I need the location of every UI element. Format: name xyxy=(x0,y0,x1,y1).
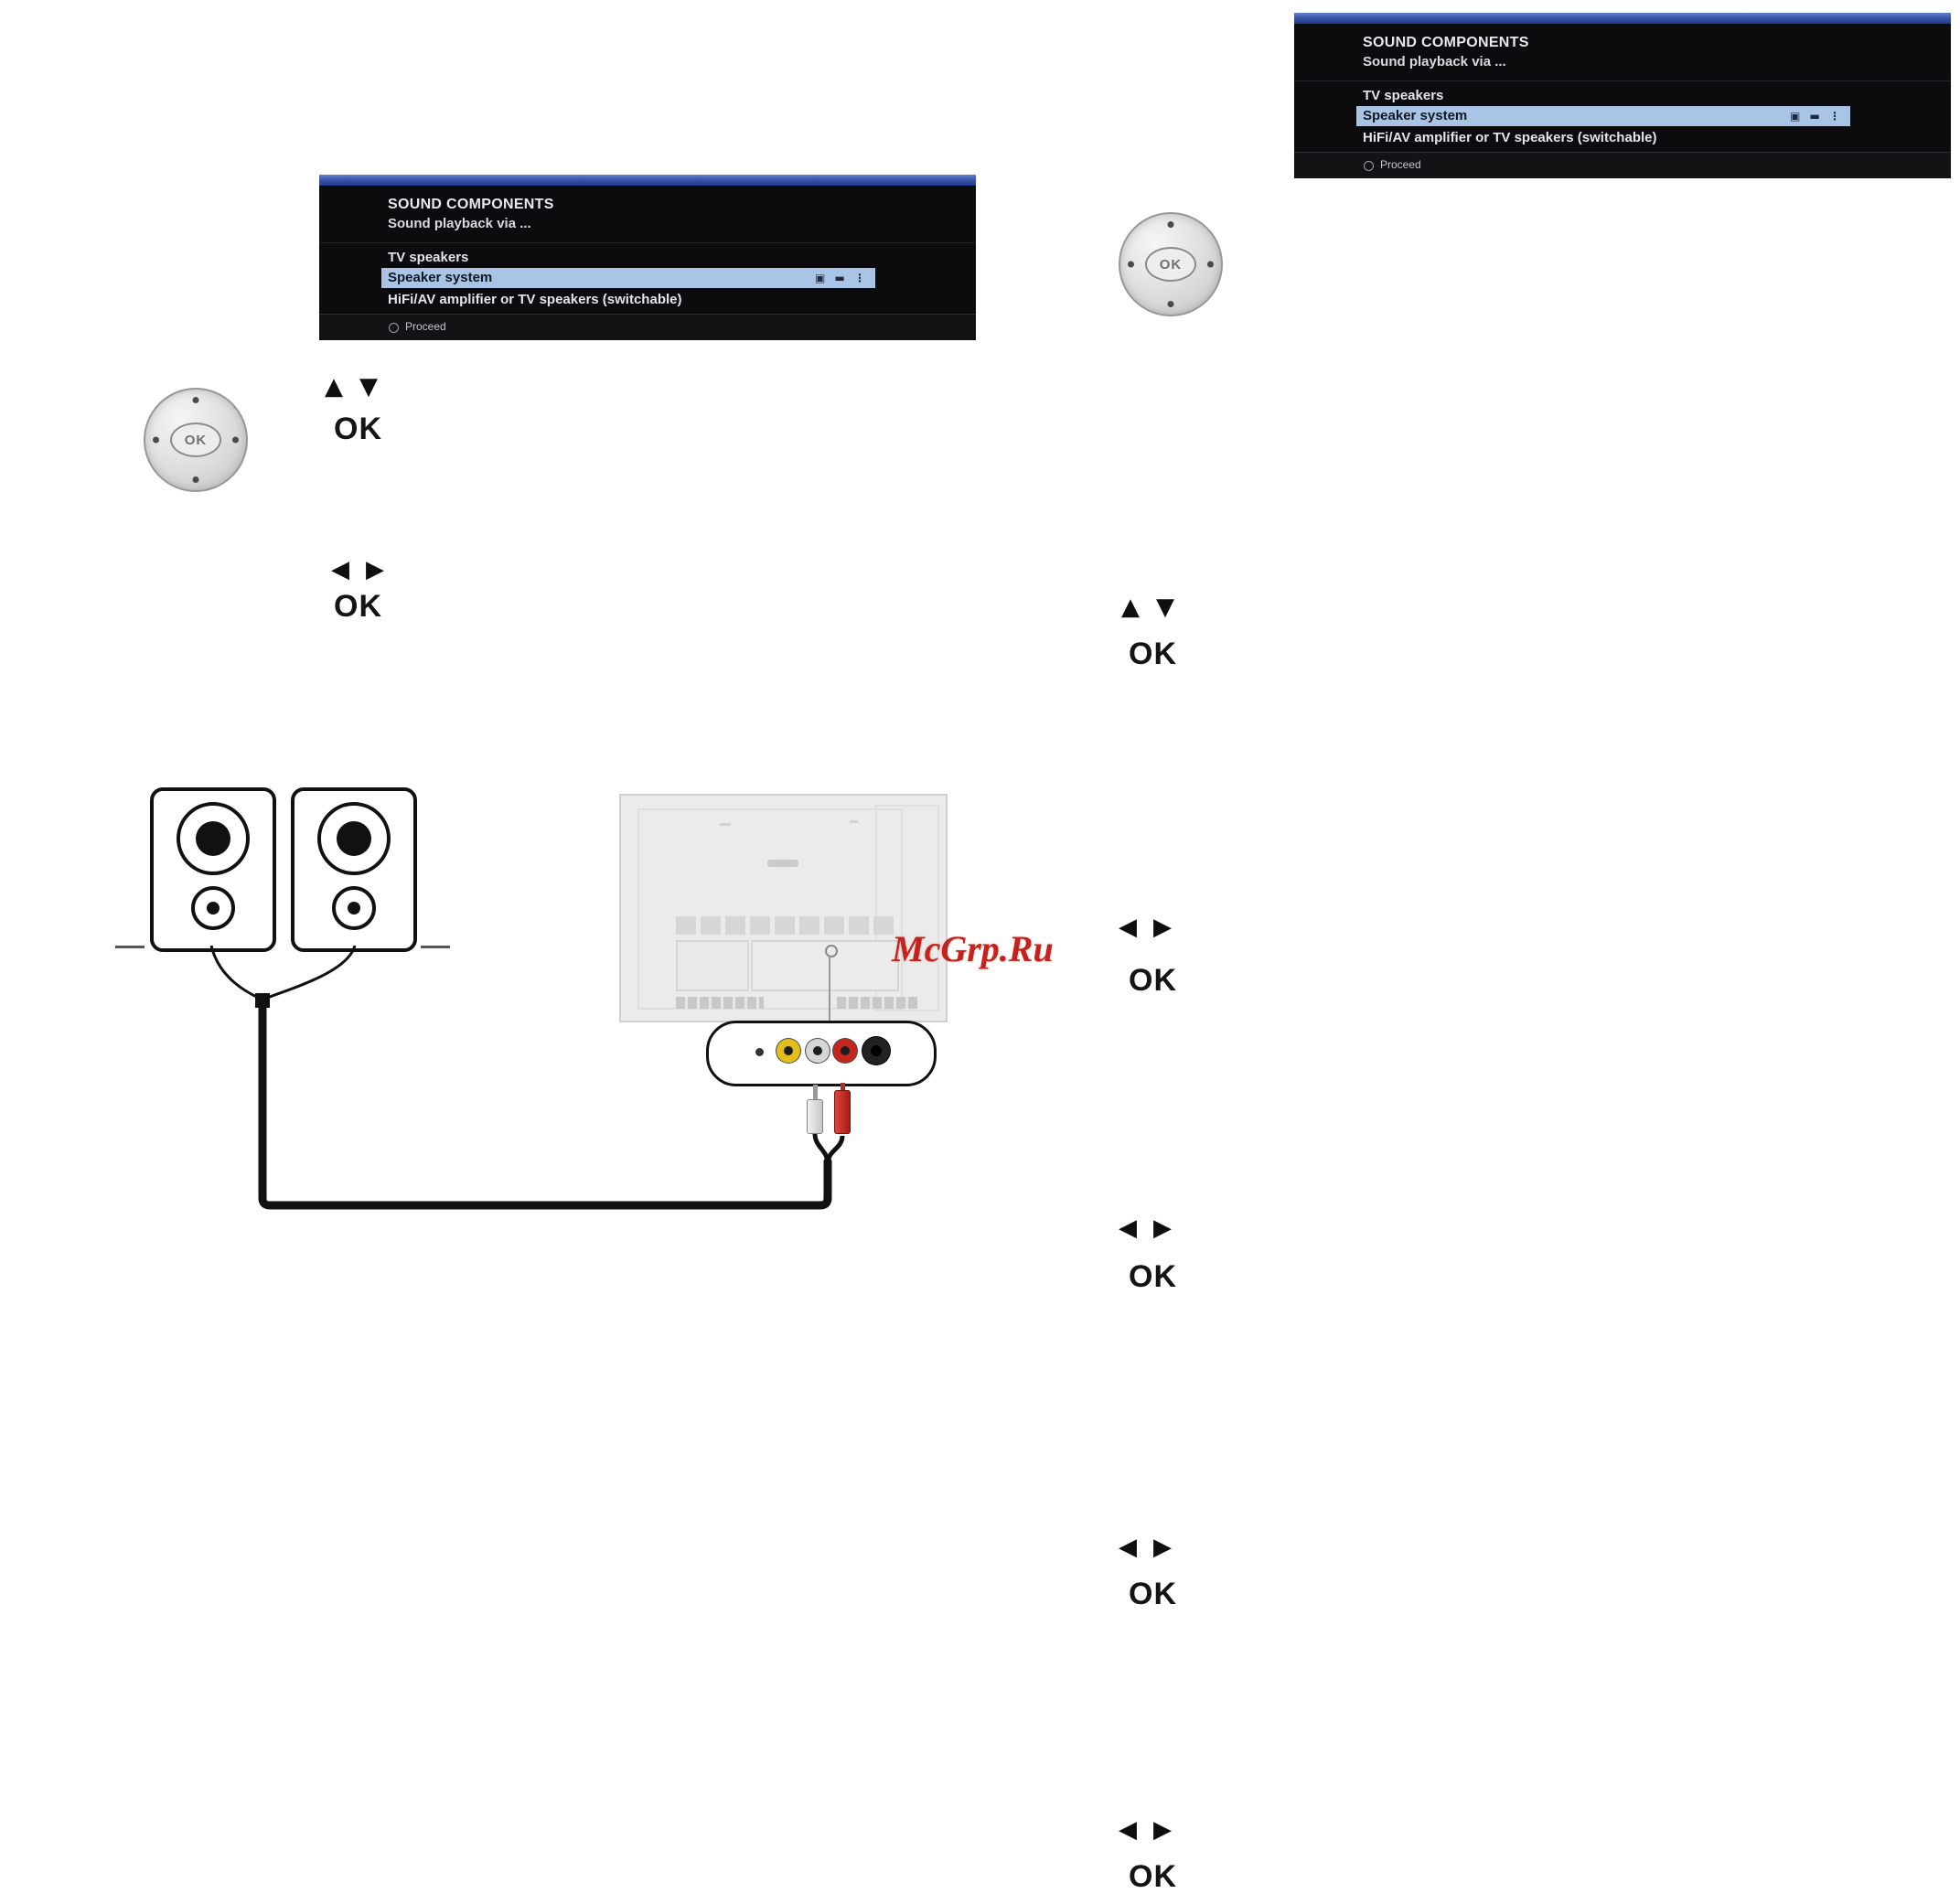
ok-pad-dot-up-icon xyxy=(1167,221,1174,228)
right-arrow-icon: ▶ xyxy=(1153,914,1172,941)
left-right-arrows: ◀▶ xyxy=(331,558,384,582)
tv-vent-grille xyxy=(676,916,895,935)
ok-pad-dot-right-icon xyxy=(232,436,239,444)
ok-pad-dot-up-icon xyxy=(192,397,199,403)
shelf-mark-right xyxy=(421,946,450,948)
up-arrow-icon: ▲ xyxy=(325,373,343,401)
proceed-label: Proceed xyxy=(405,320,446,333)
selected-row-status-icons: ▣ ▬ ⋮ xyxy=(814,272,868,284)
menu-subtitle: Sound playback via ... xyxy=(388,216,531,231)
ok-key-label: OK xyxy=(334,412,382,446)
tv-bottom-grille-left xyxy=(676,997,764,1009)
ok-pad-dot-down-icon xyxy=(1167,301,1174,307)
proceed-key-icon xyxy=(1364,161,1374,171)
up-arrow-icon: ▲ xyxy=(1121,594,1140,621)
menu-separator xyxy=(1294,80,1951,81)
ok-pad-center-button: OK xyxy=(170,423,221,457)
audio-connector-strip xyxy=(706,1021,937,1086)
tv-side-panel xyxy=(875,805,939,1011)
watermark: McGrp.Ru xyxy=(892,928,1054,969)
ok-pad-center-button: OK xyxy=(1145,247,1196,282)
left-right-arrows: ◀▶ xyxy=(1119,1216,1172,1240)
woofer-icon xyxy=(177,802,250,875)
menu-item-speaker-system-selected: Speaker system ▣ ▬ ⋮ xyxy=(381,268,875,288)
left-right-arrows: ◀▶ xyxy=(1119,1818,1172,1842)
rca-plug-white xyxy=(807,1099,823,1134)
ok-pad-right: OK xyxy=(1119,212,1223,316)
woofer-icon xyxy=(317,802,391,875)
rca-plug-red-tip xyxy=(841,1083,845,1092)
cable-hole-icon xyxy=(825,945,838,957)
left-arrow-icon: ◀ xyxy=(1119,1816,1137,1844)
menu-footer: Proceed xyxy=(1294,152,1951,178)
ok-pad-dot-left-icon xyxy=(1128,261,1134,268)
left-arrow-icon: ◀ xyxy=(1119,1534,1137,1561)
down-arrow-icon: ▼ xyxy=(1156,594,1174,621)
ok-key-label: OK xyxy=(1129,963,1177,998)
ok-key-label: OK xyxy=(1129,1577,1177,1611)
left-arrow-icon: ◀ xyxy=(1119,1214,1137,1242)
jack-white-audio-left-icon xyxy=(806,1039,830,1063)
ok-pad-left: OK xyxy=(144,388,248,492)
rca-plug-red xyxy=(834,1090,851,1134)
ok-pad-dot-right-icon xyxy=(1207,261,1214,268)
jack-pinhole-icon xyxy=(755,1048,764,1056)
left-right-arrows: ◀▶ xyxy=(1119,1535,1172,1559)
menu-separator xyxy=(319,242,976,243)
menu-title: SOUND COMPONENTS xyxy=(388,197,554,212)
speaker-cable xyxy=(209,945,845,1210)
tweeter-icon xyxy=(191,886,235,930)
rca-plug-white-tip xyxy=(813,1085,818,1099)
ok-key-label: OK xyxy=(1129,1859,1177,1894)
tweeter-icon xyxy=(332,886,376,930)
menu-item-hifi-av-amplifier: HiFi/AV amplifier or TV speakers (switch… xyxy=(388,292,682,307)
down-arrow-icon: ▼ xyxy=(359,373,378,401)
jack-red-audio-right-icon xyxy=(833,1039,857,1063)
menu-item-label: Speaker system xyxy=(1363,108,1468,123)
menu-footer: Proceed xyxy=(319,314,976,340)
menu-item-label: Speaker system xyxy=(388,270,493,285)
up-down-arrows: ▲▼ xyxy=(1121,595,1174,619)
tv-bottom-grille-right xyxy=(837,997,917,1009)
up-down-arrows: ▲▼ xyxy=(325,375,378,399)
jack-black-icon xyxy=(862,1037,890,1064)
menu-screenshot-left: SOUND COMPONENTS Sound playback via ... … xyxy=(319,175,976,340)
menu-title-bar xyxy=(319,175,976,186)
tv-back-panel xyxy=(619,794,948,1022)
menu-item-tv-speakers: TV speakers xyxy=(388,250,469,265)
tv-connector-bay-left xyxy=(676,940,749,991)
tv-panel-mark xyxy=(850,820,858,823)
tv-brand-logo xyxy=(767,860,798,867)
speaker-right xyxy=(291,787,417,952)
menu-item-tv-speakers: TV speakers xyxy=(1363,88,1444,103)
right-arrow-icon: ▶ xyxy=(366,556,384,583)
menu-screenshot-top: SOUND COMPONENTS Sound playback via ... … xyxy=(1294,13,1951,178)
selected-row-status-icons: ▣ ▬ ⋮ xyxy=(1789,110,1843,123)
tv-panel-mark xyxy=(720,823,731,826)
right-arrow-icon: ▶ xyxy=(1153,1534,1172,1561)
menu-title-bar xyxy=(1294,13,1951,24)
speaker-left xyxy=(150,787,276,952)
left-arrow-icon: ◀ xyxy=(1119,914,1137,941)
left-arrow-icon: ◀ xyxy=(331,556,349,583)
shelf-mark-left xyxy=(115,946,145,948)
ok-key-label: OK xyxy=(334,589,382,624)
proceed-key-icon xyxy=(389,323,399,333)
ok-pad-dot-left-icon xyxy=(153,436,159,444)
menu-title: SOUND COMPONENTS xyxy=(1363,35,1529,50)
ok-key-label: OK xyxy=(1129,636,1177,671)
right-arrow-icon: ▶ xyxy=(1153,1214,1172,1242)
tv-inner-panel xyxy=(637,808,903,1010)
menu-subtitle: Sound playback via ... xyxy=(1363,54,1506,70)
menu-item-hifi-av-amplifier: HiFi/AV amplifier or TV speakers (switch… xyxy=(1363,130,1657,145)
menu-item-speaker-system-selected: Speaker system ▣ ▬ ⋮ xyxy=(1356,106,1850,126)
cable-guide-line xyxy=(829,956,830,1021)
jack-yellow-video-icon xyxy=(777,1039,800,1063)
ok-key-label: OK xyxy=(1129,1259,1177,1294)
ok-pad-dot-down-icon xyxy=(192,476,199,483)
proceed-label: Proceed xyxy=(1380,158,1421,171)
right-arrow-icon: ▶ xyxy=(1153,1816,1172,1844)
left-right-arrows: ◀▶ xyxy=(1119,915,1172,939)
